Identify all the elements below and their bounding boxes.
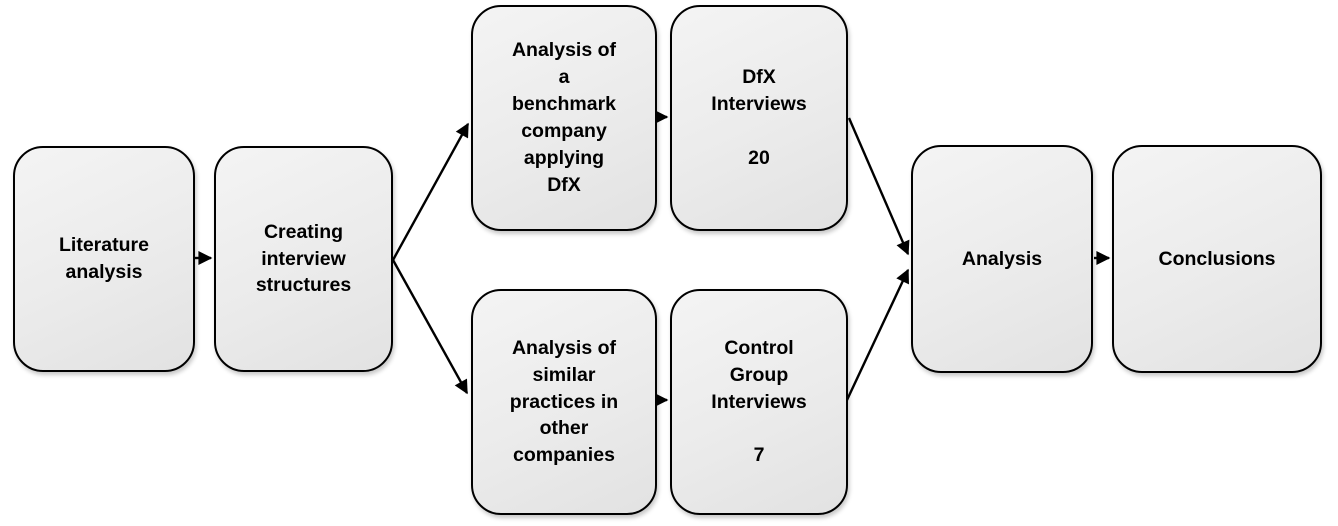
- node-label-creating-interview-structures: Creating interview structures: [255, 220, 352, 297]
- node-label-conclusions: Conclusions: [1158, 247, 1276, 270]
- node-benchmark-company-analysis: Analysis of a benchmark company applying…: [471, 5, 657, 231]
- node-label-literature-analysis: Literature analysis: [59, 234, 149, 283]
- node-label-dfx-interviews: DfX Interviews 20: [711, 66, 807, 169]
- arrow-creating-interview-structures-to-benchmark-company-analysis: [391, 122, 470, 261]
- arrow-creating-interview-structures-to-similar-practices-analysis: [391, 259, 469, 395]
- node-conclusions: Conclusions: [1112, 145, 1322, 373]
- node-control-group-interviews: Control Group Interviews 7: [670, 289, 848, 515]
- node-creating-interview-structures: Creating interview structures: [214, 146, 393, 372]
- node-label-control-group-interviews: Control Group Interviews 7: [711, 336, 807, 467]
- arrow-control-group-interviews-to-analysis: [845, 268, 910, 401]
- node-label-similar-practices-analysis: Analysis of similar practices in other c…: [509, 336, 619, 467]
- node-similar-practices-analysis: Analysis of similar practices in other c…: [471, 289, 657, 515]
- node-literature-analysis: Literature analysis: [13, 146, 195, 372]
- node-label-analysis: Analysis: [961, 247, 1043, 270]
- node-dfx-interviews: DfX Interviews 20: [670, 5, 848, 231]
- node-label-benchmark-company-analysis: Analysis of a benchmark company applying…: [511, 39, 617, 196]
- node-analysis: Analysis: [911, 145, 1093, 373]
- arrow-dfx-interviews-to-analysis: [847, 117, 910, 256]
